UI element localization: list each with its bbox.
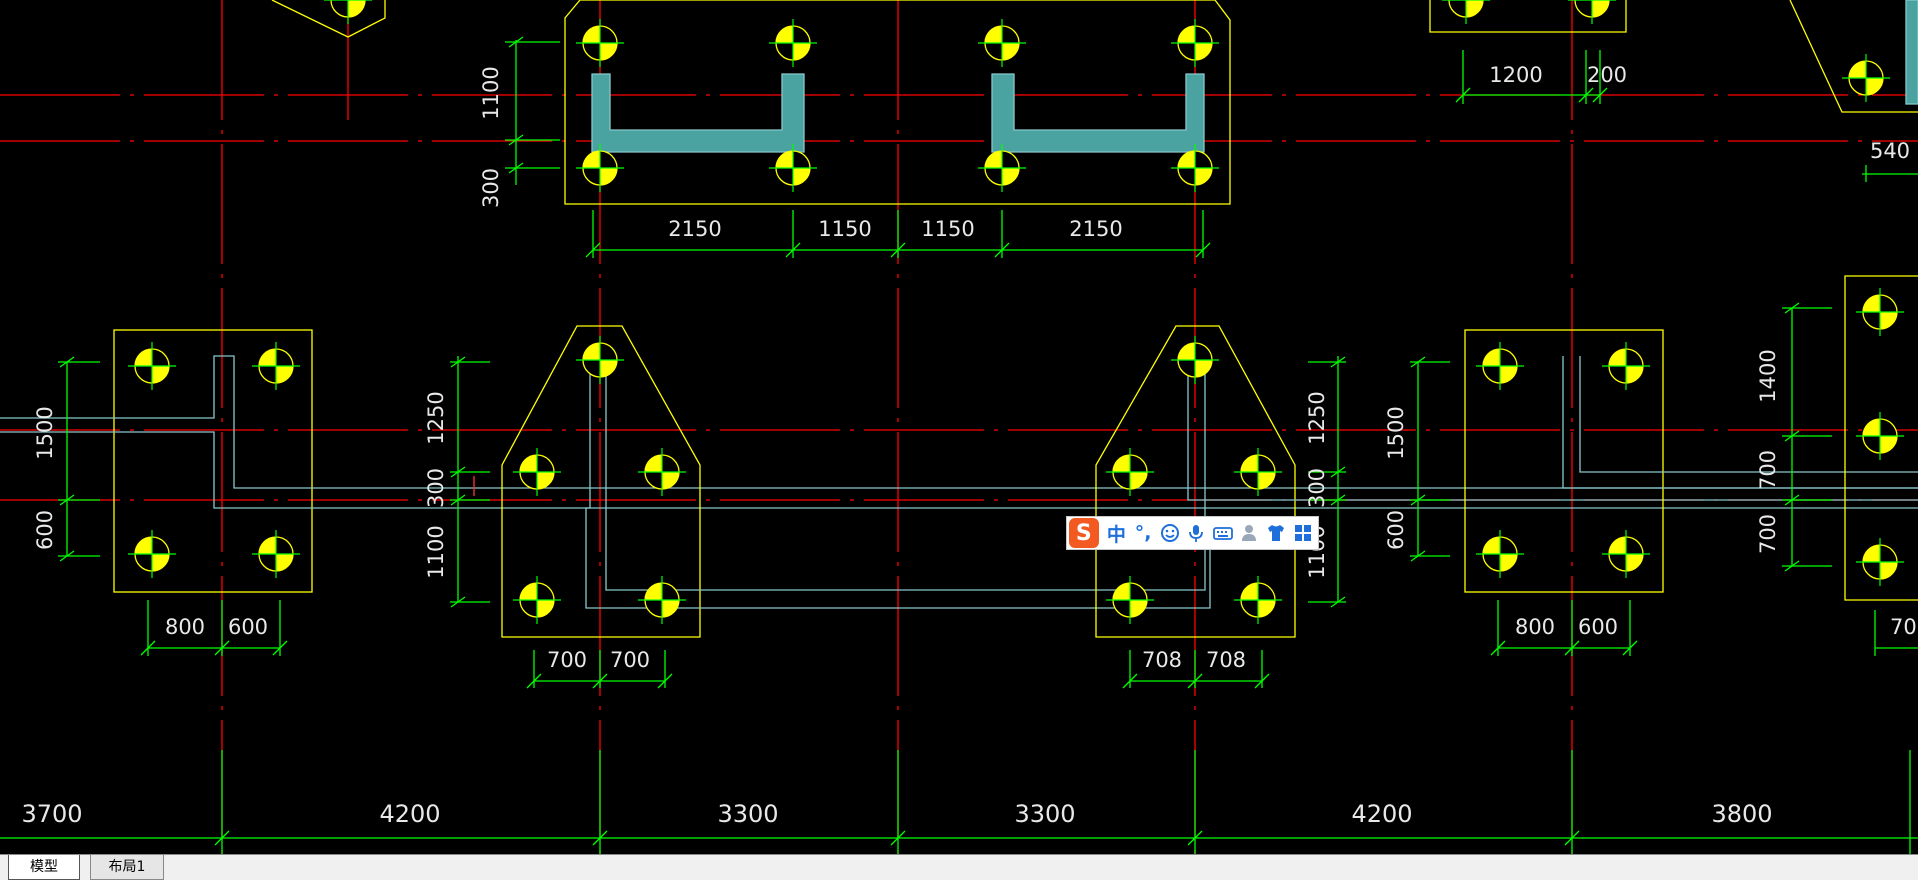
pile-symbol bbox=[576, 144, 624, 192]
cad-drawing-canvas[interactable]: 3700 4200 3300 3300 4200 3800 bbox=[0, 0, 1918, 854]
pile-symbol bbox=[978, 19, 1026, 67]
pile-cap-1: 1500 600 800 600 bbox=[0, 329, 1918, 656]
pile-symbol bbox=[128, 530, 176, 578]
cap1-width-2: 600 bbox=[228, 615, 268, 639]
cap-top-right-width-1: 1200 bbox=[1489, 63, 1542, 87]
pile-symbol bbox=[1842, 54, 1890, 102]
cap3-width-1: 708 bbox=[1142, 648, 1182, 672]
pile-cap-2: 1250 300 1100 700 700 bbox=[424, 325, 1211, 689]
cap5-height-1: 1400 bbox=[1756, 349, 1780, 402]
pile-symbol bbox=[1171, 144, 1219, 192]
bay-label-4: 3300 bbox=[1014, 800, 1075, 828]
pile-cap-top-center: 2150 1150 1150 2150 1100 300 bbox=[479, 0, 1231, 258]
cap3-width-2: 708 bbox=[1206, 648, 1246, 672]
cap1-height-2: 600 bbox=[33, 510, 57, 550]
pile-cap-top-right: 1200 200 540 bbox=[1429, 0, 1918, 182]
pile-symbol bbox=[1106, 576, 1154, 624]
wall-edge-top-right bbox=[1905, 0, 1918, 105]
bay-label-2: 4200 bbox=[379, 800, 440, 828]
pile-symbol bbox=[1856, 412, 1904, 460]
pile-symbol bbox=[1476, 342, 1524, 390]
cap5-height-3: 700 bbox=[1756, 514, 1780, 554]
bay-label-5: 4200 bbox=[1351, 800, 1412, 828]
pile-symbol bbox=[1171, 19, 1219, 67]
tab-layout1[interactable]: 布局1 bbox=[90, 855, 164, 880]
pile-symbol bbox=[513, 448, 561, 496]
pile-symbol bbox=[1234, 448, 1282, 496]
cap-top-height-2: 300 bbox=[479, 168, 503, 208]
cap1-height-1: 1500 bbox=[33, 406, 57, 459]
pile-symbol bbox=[1442, 0, 1490, 24]
bay-label-6: 3800 bbox=[1711, 800, 1772, 828]
pile-symbol bbox=[1602, 342, 1650, 390]
sogou-logo-icon[interactable]: S bbox=[1069, 518, 1099, 548]
cap2-width-2: 700 bbox=[610, 648, 650, 672]
cap-top-height-1: 1100 bbox=[479, 66, 503, 119]
pile-symbols bbox=[128, 0, 1904, 624]
pile-symbol bbox=[252, 530, 300, 578]
pile-symbol bbox=[1602, 530, 1650, 578]
user-icon[interactable] bbox=[1238, 520, 1262, 546]
bay-label-1: 3700 bbox=[21, 800, 82, 828]
cap-edge-right-width: 540 bbox=[1870, 139, 1910, 163]
cap1-width-1: 800 bbox=[165, 615, 205, 639]
cap-top-width-4: 2150 bbox=[1069, 217, 1122, 241]
pile-symbol bbox=[128, 342, 176, 390]
cap-top-width-2: 1150 bbox=[818, 217, 871, 241]
bay-dimension-labels: 3700 4200 3300 3300 4200 3800 bbox=[21, 800, 1772, 828]
pile-cap-top-left bbox=[271, 0, 386, 38]
pile-symbol bbox=[1476, 530, 1524, 578]
pile-symbol bbox=[1106, 448, 1154, 496]
bay-dimension-line bbox=[0, 750, 1918, 854]
layout-tab-bar: 模型 布局1 bbox=[0, 854, 1918, 880]
cap4-width-2: 600 bbox=[1578, 615, 1618, 639]
pile-symbol bbox=[576, 19, 624, 67]
pile-symbol bbox=[978, 144, 1026, 192]
keyboard-icon[interactable] bbox=[1211, 520, 1235, 546]
wall-core-left bbox=[591, 73, 805, 153]
pile-symbol bbox=[638, 448, 686, 496]
cap3-height-1: 1250 bbox=[1305, 391, 1329, 444]
pile-cap-4: 1500 600 800 600 bbox=[1384, 329, 1918, 656]
bay-label-3: 3300 bbox=[717, 800, 778, 828]
cap5-width-1: 700 bbox=[1890, 615, 1918, 639]
pile-cap-5: 1400 700 700 700 bbox=[1756, 275, 1918, 656]
cap-top-width-3: 1150 bbox=[921, 217, 974, 241]
wall-core-right bbox=[991, 73, 1205, 153]
pile-symbol bbox=[252, 342, 300, 390]
grid-axes bbox=[0, 0, 1918, 854]
cap3-height-2: 300 bbox=[1305, 468, 1329, 508]
cap2-width-1: 700 bbox=[547, 648, 587, 672]
pile-symbol bbox=[769, 144, 817, 192]
emoji-icon[interactable] bbox=[1158, 520, 1182, 546]
cap5-height-2: 700 bbox=[1756, 450, 1780, 490]
pile-symbol bbox=[1856, 288, 1904, 336]
pile-symbol bbox=[1568, 0, 1616, 24]
cap4-height-2: 600 bbox=[1384, 510, 1408, 550]
tab-model[interactable]: 模型 bbox=[8, 855, 80, 880]
cap2-height-1: 1250 bbox=[424, 391, 448, 444]
cap2-height-3: 1100 bbox=[424, 525, 448, 578]
cap4-width-1: 800 bbox=[1515, 615, 1555, 639]
pile-symbol bbox=[324, 0, 372, 24]
pile-symbol bbox=[1171, 336, 1219, 384]
cap2-height-2: 300 bbox=[424, 468, 448, 508]
pile-symbol bbox=[1856, 538, 1904, 586]
ime-punctuation[interactable]: °, bbox=[1134, 522, 1152, 544]
pile-symbol bbox=[513, 576, 561, 624]
pile-symbol bbox=[638, 576, 686, 624]
cap-top-right-width-2: 200 bbox=[1587, 63, 1627, 87]
cap4-height-1: 1500 bbox=[1384, 406, 1408, 459]
microphone-icon[interactable] bbox=[1185, 520, 1209, 546]
pile-symbol bbox=[576, 336, 624, 384]
ime-toolbar[interactable]: S 中 °, bbox=[1066, 516, 1319, 550]
pile-symbol bbox=[769, 19, 817, 67]
pile-symbol bbox=[1234, 576, 1282, 624]
skin-icon[interactable] bbox=[1265, 520, 1289, 546]
ime-chinese-mode[interactable]: 中 bbox=[1106, 523, 1126, 546]
toolbox-icon[interactable] bbox=[1291, 520, 1315, 546]
cap-top-width-1: 2150 bbox=[668, 217, 721, 241]
